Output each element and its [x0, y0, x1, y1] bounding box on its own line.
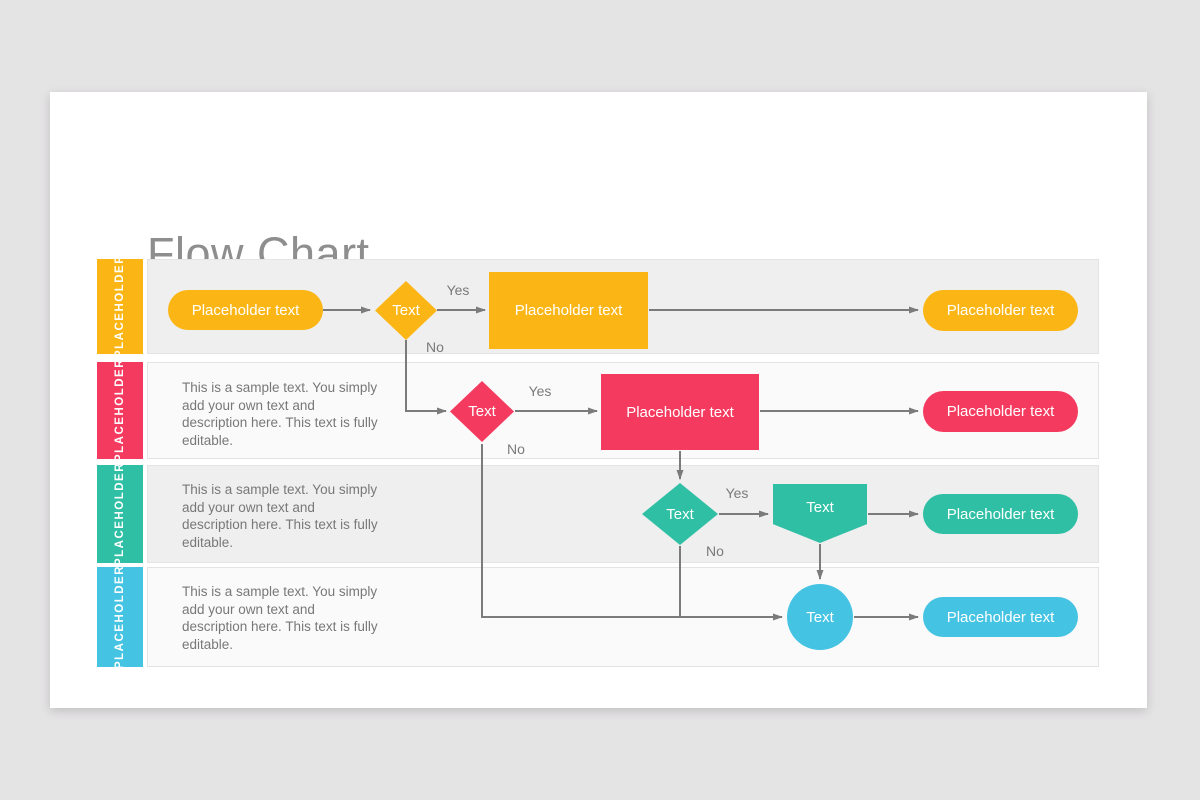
- row1-process-rect: Placeholder text: [489, 272, 648, 349]
- row4-terminal-circle: Text: [787, 584, 853, 650]
- row2-process-rect: Placeholder text: [601, 374, 759, 450]
- row-4-description: This is a sample text. You simply add yo…: [182, 584, 378, 652]
- edge-label-yes-row3: Yes: [725, 485, 749, 501]
- row4-end-pill: Placeholder text: [923, 597, 1078, 637]
- row-3-tab-label: PLACEHOLDER: [114, 461, 126, 567]
- row-4-tab-label: PLACEHOLDER: [114, 564, 126, 670]
- row2-end-pill: Placeholder text: [923, 391, 1078, 432]
- edge-label-no-row2: No: [507, 441, 525, 457]
- row-2-description: This is a sample text. You simply add yo…: [182, 380, 378, 448]
- edge-label-yes-row2: Yes: [528, 383, 552, 399]
- row-2-tab-label: PLACEHOLDER: [114, 358, 126, 463]
- edge-label-no-row3: No: [706, 543, 724, 559]
- row-3-description: This is a sample text. You simply add yo…: [182, 482, 378, 550]
- edge-label-no-row1: No: [426, 339, 444, 355]
- edge-label-yes-row1: Yes: [446, 282, 470, 298]
- row1-end-pill: Placeholder text: [923, 290, 1078, 331]
- row-1-tab-label: PLACEHOLDER: [114, 254, 126, 359]
- row-4-tab: PLACEHOLDER: [97, 564, 143, 670]
- row-1-tab: PLACEHOLDER: [97, 254, 143, 359]
- row-3-tab: PLACEHOLDER: [97, 461, 143, 567]
- row1-start-pill: Placeholder text: [168, 290, 323, 330]
- row-2-tab: PLACEHOLDER: [97, 358, 143, 463]
- row3-end-pill: Placeholder text: [923, 494, 1078, 534]
